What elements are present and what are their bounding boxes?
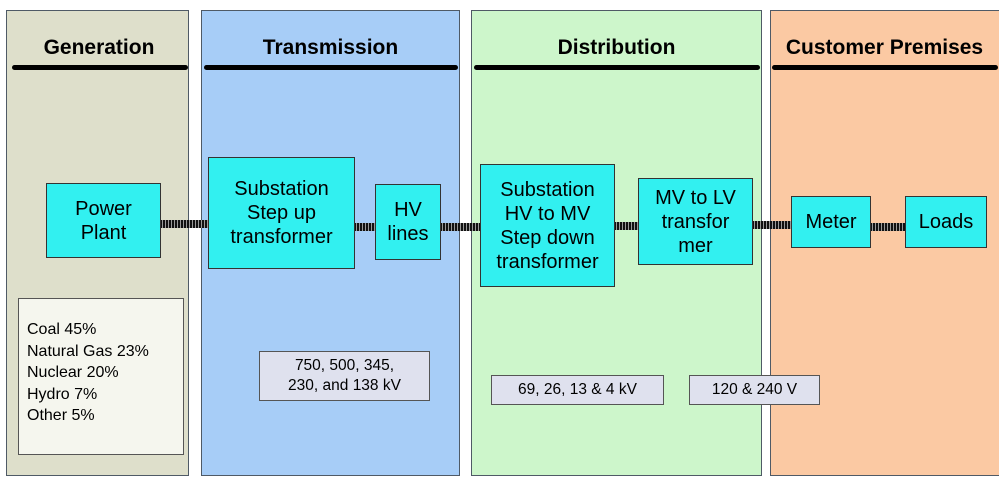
link-stepdown-to-mvlv <box>614 222 640 230</box>
generation-mix-item: Nuclear 20% <box>27 364 119 381</box>
substation-step-down-box: Substation HV to MV Step down transforme… <box>480 164 615 287</box>
mv-to-lv-transformer-box: MV to LV transfor mer <box>638 178 753 265</box>
distribution-header: Distribution <box>557 36 676 59</box>
generation-mix-list: Coal 45% Natural Gas 23% Nuclear 20% Hyd… <box>18 298 184 455</box>
hv-lines-box: HV lines <box>375 184 441 260</box>
distribution-header-bar <box>474 65 760 70</box>
distribution-voltage-note: 69, 26, 13 & 4 kV <box>491 375 664 405</box>
customer-premises-header: Customer Premises <box>785 36 984 59</box>
substation-step-up-box: Substation Step up transformer <box>208 157 355 269</box>
link-plant-to-stepup <box>160 220 210 228</box>
generation-header-bar <box>12 65 188 70</box>
transmission-header-bar <box>204 65 458 70</box>
customer-premises-header-bar <box>772 65 998 70</box>
loads-box: Loads <box>905 196 987 248</box>
transmission-header: Transmission <box>262 36 399 59</box>
meter-box: Meter <box>791 196 871 248</box>
generation-mix-item: Hydro 7% <box>27 385 98 403</box>
customer-voltage-note: 120 & 240 V <box>689 375 820 405</box>
generation-mix-item: Other 5% <box>27 407 95 424</box>
link-hvlines-to-stepdown <box>440 223 482 231</box>
link-stepup-to-hvlines <box>354 223 376 231</box>
generation-mix-item: Natural Gas 23% <box>27 342 149 360</box>
power-plant-box: Power Plant <box>46 183 161 258</box>
link-meter-to-loads <box>870 223 906 231</box>
generation-header: Generation <box>43 36 155 59</box>
transmission-voltage-note: 750, 500, 345, 230, and 138 kV <box>259 351 430 401</box>
generation-mix-item: Coal 45% <box>27 321 97 338</box>
link-mvlv-to-meter <box>752 221 792 229</box>
